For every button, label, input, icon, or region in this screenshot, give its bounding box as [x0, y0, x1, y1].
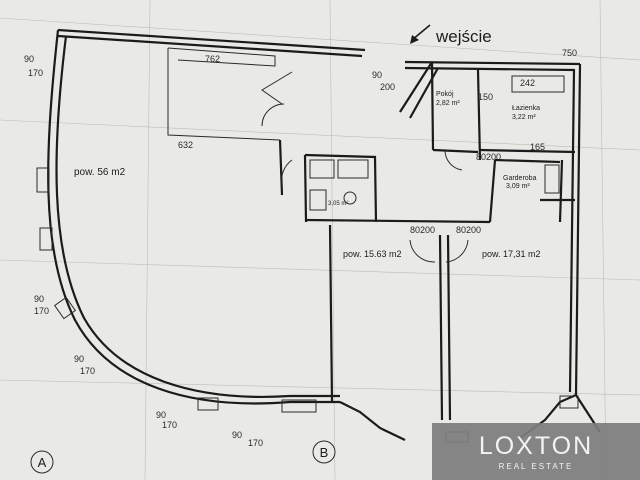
dimension-label: 170: [80, 366, 95, 376]
dimension-label: 165: [530, 142, 545, 152]
entrance-label: wejście: [435, 27, 492, 46]
garderoba-area: 3,09 m²: [506, 183, 530, 190]
dimension-label: 90: [232, 430, 242, 440]
dimension-label: 200: [420, 225, 435, 235]
room-main-area: pow. 56 m2: [74, 167, 126, 178]
dimension-label: 90: [74, 354, 84, 364]
dimension-label: 170: [162, 420, 177, 430]
dimension-label: 242: [520, 78, 535, 88]
room-center-area: pow. 15.63 m2: [343, 249, 402, 259]
dimension-label: 200: [466, 225, 481, 235]
exterior-walls: [47, 28, 601, 441]
dimension-label: 150: [478, 92, 493, 102]
dimension-label: 170: [28, 68, 43, 78]
dimension-label: 632: [178, 140, 193, 150]
logo-watermark: LOXTON REAL ESTATE: [432, 423, 640, 480]
dimension-label: 750: [562, 48, 577, 58]
dimension-label: 762: [205, 54, 220, 64]
entrance-arrow-icon: [410, 24, 431, 44]
pokoj-area: 2,82 m²: [436, 100, 460, 107]
dimension-label: 200: [486, 152, 501, 162]
dimension-label: 80: [410, 225, 420, 235]
lazienka-area: 3,22 m²: [512, 114, 536, 121]
dimension-label: 90: [34, 294, 44, 304]
dimension-label: 170: [248, 438, 263, 448]
dimension-label: 200: [380, 82, 395, 92]
garderoba-name: Garderoba: [503, 175, 537, 182]
logo-name: LOXTON: [478, 432, 594, 460]
logo-tagline: REAL ESTATE: [498, 462, 574, 471]
axis-label-b: B: [320, 445, 329, 460]
wc-area: 3,05 m²: [328, 201, 348, 207]
lazienka-name: Łazienka: [512, 105, 540, 112]
bathroom-fixtures: [309, 75, 565, 211]
dimension-label: 90: [24, 54, 34, 64]
dimension-label: 80: [476, 152, 486, 162]
kitchen-counter: [167, 47, 281, 141]
dimension-label: 90: [372, 70, 382, 80]
axis-marker-b: B: [312, 440, 336, 464]
axis-label-a: A: [38, 455, 47, 470]
interior-walls: [261, 61, 576, 421]
dimension-label: 90: [156, 410, 166, 420]
room-right-area: pow. 17,31 m2: [482, 249, 541, 259]
dimension-label: 170: [34, 306, 49, 316]
pokoj-name: Pokój: [436, 91, 454, 98]
axis-marker-a: A: [30, 450, 54, 474]
dimension-label: 80: [456, 225, 466, 235]
